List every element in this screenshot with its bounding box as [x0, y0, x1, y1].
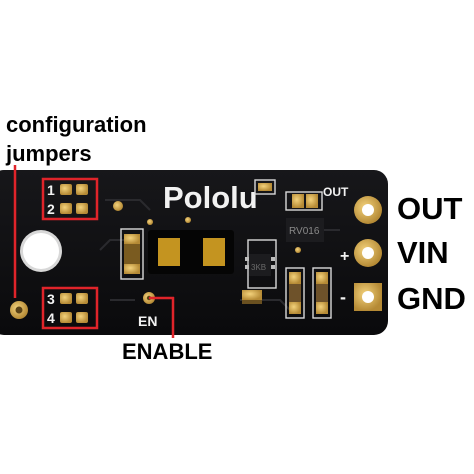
enable-label: ENABLE: [122, 339, 213, 364]
jumper-pads-3-4: [60, 293, 88, 323]
regulator-chip: RV016: [286, 218, 324, 242]
regulator-marking: RV016: [289, 226, 320, 237]
pin-pad-vin: [354, 239, 382, 267]
pololu-logo: Pololu: [163, 180, 258, 215]
gnd-pin-label: GND: [397, 281, 466, 316]
out-pin-label: OUT: [397, 191, 463, 226]
capacitor-left: [124, 234, 140, 274]
silkscreen-outlines: [120, 179, 332, 319]
vias: [113, 201, 301, 253]
silk-en-label: EN: [138, 313, 157, 329]
silk-plus-label: +: [340, 248, 349, 265]
small-ic-marking: 3KB: [251, 263, 266, 272]
enable-edge-pad: [10, 301, 28, 319]
silk-out-label: OUT: [323, 185, 349, 199]
jumper-callout-box-bottom: [41, 286, 99, 330]
jumper-number-1: 1: [47, 182, 55, 198]
vin-pin-label: VIN: [397, 235, 449, 270]
jumpers-label: jumpers: [6, 141, 92, 166]
jumper-pads-1-2: [60, 184, 88, 214]
jumper-number-3: 3: [47, 291, 55, 307]
jumper-number-4: 4: [47, 310, 55, 326]
jumper-callout-box-top: [41, 177, 99, 221]
pin-pad-out: [354, 196, 382, 224]
small-ic: 3KB: [245, 254, 275, 276]
distance-sensor: [148, 230, 234, 274]
mounting-hole: [20, 230, 62, 272]
silk-minus-label: -: [340, 287, 346, 307]
pin-pad-gnd: [354, 283, 382, 311]
jumper-number-2: 2: [47, 201, 55, 217]
resistors: [242, 183, 318, 304]
configuration-label: configuration: [6, 112, 147, 137]
capacitors-right: [289, 272, 328, 314]
